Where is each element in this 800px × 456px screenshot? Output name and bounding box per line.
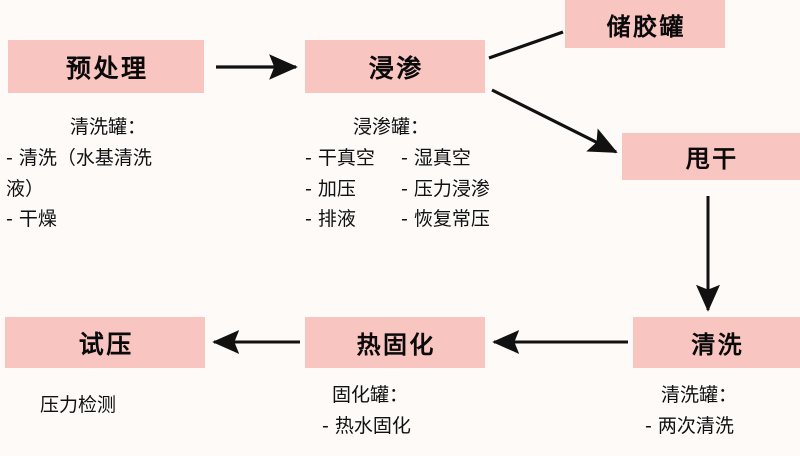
notes-impregnation: 浸渗罐： - 干真空 - 湿真空 - 加压 - 压力浸渗 - 排液 - 恢复常压	[305, 112, 555, 235]
notes-impregnation-row-2-right: - 压力浸渗	[401, 177, 490, 200]
notes-pretreatment-line-1: - 清洗（水基清洗	[6, 146, 152, 169]
notes-impregnation-row-3: - 排液 - 恢复常压	[305, 204, 555, 235]
notes-curing-head: 固化罐：	[332, 384, 409, 406]
edge-gluetank-to-impregnation	[488, 30, 564, 60]
node-spin-dry[interactable]: 甩干	[622, 133, 800, 180]
notes-impregnation-row-1-right: - 湿真空	[401, 146, 471, 169]
notes-pretreatment-line-3: - 干燥	[6, 208, 57, 231]
notes-pretreatment-line-2: 液）	[6, 177, 45, 200]
node-pretreatment[interactable]: 预处理	[8, 40, 204, 93]
node-pressure-test[interactable]: 试压	[5, 317, 205, 368]
notes-impregnation-row-1: - 干真空 - 湿真空	[305, 143, 555, 174]
notes-cleaning-line-1: - 两次清洗	[645, 414, 734, 437]
notes-impregnation-row-3-left: - 排液	[305, 208, 356, 231]
node-heat-curing-label: 热固化	[356, 331, 436, 359]
node-spin-dry-label: 甩干	[685, 145, 739, 173]
node-cleaning-label: 清洗	[691, 331, 745, 359]
notes-impregnation-row-2-left: - 加压	[305, 177, 356, 200]
notes-impregnation-row-3-right: - 恢复常压	[401, 208, 490, 231]
notes-curing-line-1: - 热水固化	[322, 414, 411, 437]
notes-pressure-test: 压力检测	[40, 390, 220, 421]
node-cleaning[interactable]: 清洗	[633, 317, 800, 368]
notes-pretreatment: 清洗罐： - 清洗（水基清洗 液） - 干燥	[6, 112, 236, 235]
notes-impregnation-row-1-left: - 干真空	[305, 146, 375, 169]
notes-pressure-test-head: 压力检测	[40, 394, 117, 416]
notes-impregnation-row-2: - 加压 - 压力浸渗	[305, 174, 555, 205]
notes-curing: 固化罐： - 热水固化	[322, 380, 502, 442]
node-glue-storage-tank-label: 储胶罐	[606, 12, 686, 41]
node-glue-storage-tank[interactable]: 储胶罐	[565, 0, 725, 48]
node-impregnation[interactable]: 浸渗	[305, 40, 485, 93]
node-heat-curing[interactable]: 热固化	[305, 317, 485, 368]
notes-cleaning: 清洗罐： - 两次清洗	[645, 380, 800, 442]
notes-cleaning-head: 清洗罐：	[661, 384, 738, 406]
node-pretreatment-label: 预处理	[65, 53, 149, 83]
node-pressure-test-label: 试压	[78, 329, 134, 359]
notes-pretreatment-head: 清洗罐：	[69, 116, 146, 138]
notes-impregnation-head: 浸渗罐：	[353, 116, 430, 138]
node-impregnation-label: 浸渗	[368, 53, 424, 83]
